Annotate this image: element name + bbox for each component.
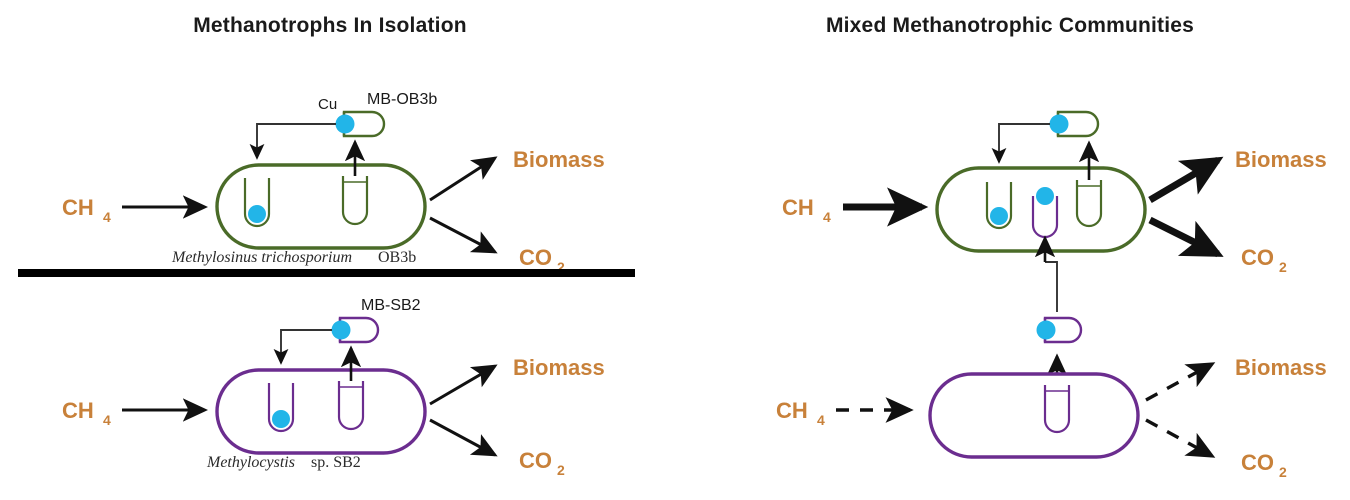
- copper-dot-icon: [1036, 320, 1056, 340]
- ch4-subscript-right-bottom: 4: [817, 412, 825, 428]
- biomass-label-right-bottom: Biomass: [1235, 355, 1327, 380]
- co2-label-left-bottom: CO: [519, 448, 552, 473]
- path-mb-transfer-segment-a: [1045, 261, 1058, 312]
- internal-tube-mixed-1: [985, 182, 1013, 230]
- shared-methanobactin-sb2: [1036, 316, 1083, 344]
- left-row-sb2: CH 4 MB-SB2 Methylocystis sp. SB2: [62, 297, 605, 478]
- internal-tube-sb2-mixed-1: [1043, 385, 1071, 434]
- ch4-label-right-bottom: CH: [776, 398, 808, 423]
- arrow-biomass-right-top: [1148, 156, 1224, 204]
- co2-subscript-right-top: 2: [1279, 259, 1287, 275]
- cell-membrane-sb2-mixed: [928, 372, 1140, 459]
- co2-subscript-left-bottom: 2: [557, 462, 565, 478]
- copper-dot-icon: [335, 114, 355, 134]
- internal-tube-mixed-2: [1031, 187, 1059, 239]
- internal-tube-sb2-2: [337, 381, 365, 431]
- co2-label-right-top: CO: [1241, 245, 1274, 270]
- mb-label-sb2: MB-SB2: [361, 297, 421, 314]
- arrow-mb-uptake-sb2: [273, 329, 332, 365]
- ch4-subscript-left-top: 4: [103, 209, 111, 225]
- copper-dot-icon: [1036, 187, 1054, 205]
- right-row-ob3b-mixed: CH 4: [782, 110, 1327, 275]
- co2-label-right-bottom: CO: [1241, 450, 1274, 475]
- copper-dot-icon: [331, 320, 351, 340]
- biomass-label-left-top: Biomass: [513, 147, 605, 172]
- ch4-label-left-bottom: CH: [62, 398, 94, 423]
- arrow-mb-uptake-ob3b: [249, 123, 336, 160]
- species-strain-sb2: sp. SB2: [311, 454, 361, 471]
- methanobactin-sb2: [331, 316, 380, 344]
- arrow-co2-right-top: [1148, 216, 1224, 258]
- arrow-biomass-left-bottom: [429, 364, 498, 406]
- methanobactin-ob3b-mixed: [1049, 110, 1100, 138]
- internal-tube-sb2-1: [267, 383, 295, 433]
- copper-dot-icon: [990, 207, 1008, 225]
- cu-label-ob3b: Cu: [318, 96, 337, 113]
- co2-subscript-right-bottom: 2: [1279, 464, 1287, 480]
- biomass-label-right-top: Biomass: [1235, 147, 1327, 172]
- arrow-mb-uptake-mixed: [991, 123, 1050, 164]
- cell-membrane-sb2: [215, 368, 427, 455]
- arrow-co2-right-bottom: [1145, 418, 1216, 458]
- species-strain-ob3b: OB3b: [378, 249, 416, 266]
- ch4-label-left-top: CH: [62, 195, 94, 220]
- arrow-biomass-right-bottom: [1145, 362, 1216, 402]
- ch4-subscript-right-top: 4: [823, 209, 831, 225]
- co2-label-left-top: CO: [519, 245, 552, 270]
- copper-dot-icon: [1049, 114, 1069, 134]
- right-row-sb2-mixed: CH 4 Biomass CO 2: [776, 355, 1327, 480]
- arrow-co2-left-top: [429, 216, 498, 254]
- biomass-label-left-bottom: Biomass: [513, 355, 605, 380]
- panel-divider: [18, 269, 635, 277]
- internal-tube-ob3b-2: [341, 176, 369, 226]
- copper-dot-icon: [248, 205, 266, 223]
- copper-dot-icon: [272, 410, 290, 428]
- mb-label-ob3b: MB-OB3b: [367, 91, 437, 108]
- left-row-ob3b: CH 4 Cu MB-OB3b: [62, 91, 605, 275]
- species-name-ob3b: Methylosinus trichosporium: [171, 249, 352, 266]
- internal-tube-mixed-3: [1075, 180, 1103, 228]
- internal-tube-ob3b-1: [243, 178, 271, 228]
- ch4-label-right-top: CH: [782, 195, 814, 220]
- ch4-subscript-left-bottom: 4: [103, 412, 111, 428]
- co2-subscript-left-top: 2: [557, 259, 565, 275]
- species-name-sb2: Methylocystis: [206, 454, 295, 471]
- panel-title-right: Mixed Methanotrophic Communities: [825, 14, 1195, 37]
- arrow-biomass-left-top: [429, 156, 498, 202]
- panel-title-left: Methanotrophs In Isolation: [193, 14, 467, 37]
- arrow-co2-left-bottom: [429, 418, 498, 457]
- methanobactin-ob3b: [335, 110, 386, 138]
